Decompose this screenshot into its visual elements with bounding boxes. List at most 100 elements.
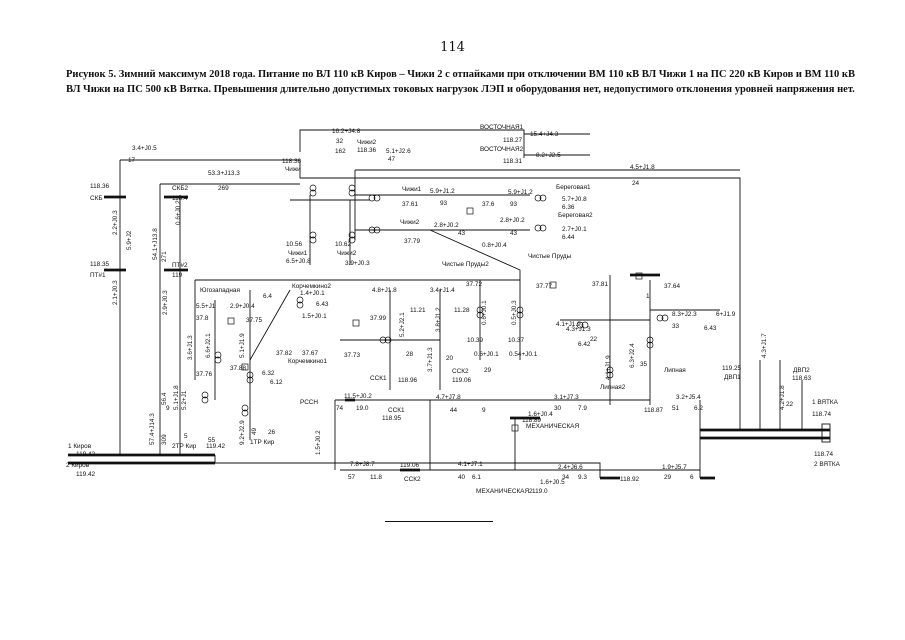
pct-51: 51 [672,405,680,412]
pct-35: 35 [640,361,648,368]
vflow-05-03: 0.5+J0.3 [511,300,518,325]
volt-3777: 37.77 [536,283,552,290]
label-beregovaya1: Береговая1 [556,184,591,191]
pct-top-b: 47 [388,156,396,163]
volt-11835: 118.35 [90,261,110,268]
pct-269: 269 [218,185,229,192]
pct-24: 24 [632,180,640,187]
volt-1128: 11.28 [454,307,470,314]
label-korchemkino1: Корчемкино1 [288,358,327,365]
vflow-564: 56.4 [161,392,168,405]
flow-43: 4.3+J1.3 [566,326,591,333]
pct-40: 40 [458,474,466,481]
volt-378: 37.8 [196,315,209,322]
flow-19: 1.9+J5.7 [662,464,687,471]
volt-ber1: 6.36 [562,204,575,211]
vflow-38: 3.8+J1.2 [435,307,442,332]
load-39: 3.9+J0.3 [345,260,370,267]
label-pt-119: 119 [172,272,183,279]
volt-11887: 118.87 [644,407,664,414]
label-1: 1 [646,293,650,300]
flow-533: 53.3+J13.3 [208,170,240,177]
vflow-43b: 4.3+J1.7 [761,333,768,358]
volt-3775: 37.75 [246,317,262,324]
volt-11942: 119.42 [206,443,226,450]
volt-3773: 37.73 [344,352,360,359]
figure-caption: Рисунок 5. Зимний максимум 2018 года. Пи… [66,69,855,95]
label-dvp1: ДВП1 [724,374,741,381]
flow-47: 4.7+J7.8 [436,394,461,401]
pct-30: 30 [554,405,562,412]
label-vyatka1: 1 ВЯТКА [812,399,839,406]
vflow-41-19: 4.1+J1.9 [605,355,612,380]
val-190: 19.0 [356,405,369,412]
flow-ber1-out: 5.7+J0.8 [562,196,587,203]
label-vostochnaya2: ВОСТОЧНАЯ2 [480,146,524,153]
network-lines [68,129,831,480]
pct-9b: 9 [166,405,170,412]
val-62: 6.2 [694,405,703,412]
pct-ch1: 93 [440,200,448,207]
flow-6: 6+J1.9 [716,311,736,318]
diagram-labels: ВОСТОЧНАЯ1 ВОСТОЧНАЯ2 15.4+J4.3 8.2+J2.5… [66,124,841,495]
pct-22: 22 [590,336,598,343]
flow-78: 7.8+J8.7 [350,461,375,468]
label-mekh: МЕХАНИЧЕСКАЯ [526,423,579,430]
label-dvp2: ДВП2 [793,367,810,374]
vflow-574: 57.4+J14.3 [149,413,156,445]
volt-11863: 118.63 [792,375,812,382]
pct-28: 28 [406,351,414,358]
vflow-59: 5.9+J2 [126,230,133,250]
pct-top-a: 32 [336,138,344,145]
label-chizhi2-top: Чижи2 [357,139,377,146]
volt-3799: 37.99 [370,315,386,322]
flow-64: 6.4 [263,293,272,300]
label-ssk2-mid: ССК2 [452,368,469,375]
volt-11896: 118.96 [398,377,418,384]
flow-16a: 1.6+J0.4 [528,411,553,418]
flow-left-top: 3.4+J0.5 [132,145,157,152]
flow-29: 2.9+J0.4 [230,303,255,310]
flow-ber1: 5.9+J1.2 [508,189,533,196]
vflow-51: 5.1+J1.8 [173,385,180,410]
vertical-labels: 2.2+J0.3 5.9+J2 2.1+J0.3 54.1+J13.8 271 … [112,200,786,455]
volt-11836-left: 118.36 [282,158,302,165]
flow-k2: 1.4+J0.1 [300,290,325,297]
volt-1037: 10.37 [508,337,524,344]
volt-3781: 37.81 [592,281,608,288]
volt-11925: 119.25 [722,365,742,372]
pct-6: 6 [690,474,694,481]
volt-chizhi-top: 118.36 [357,147,377,154]
pct-ch2: 43 [458,230,466,237]
pct-9: 9 [482,407,486,414]
volt-3782: 37.82 [276,350,292,357]
pct-55: 55 [208,437,216,444]
volt-1121: 11.21 [410,307,426,314]
label-skb: СКБ [90,195,103,202]
flow-45: 4.5+J1.8 [630,164,655,171]
volt-vyatka2: 118.74 [814,451,834,458]
label-skb2: СКБ2 [172,185,189,192]
volt-3764: 37.64 [664,283,680,290]
flow-ch2: 2.8+J0.2 [434,222,459,229]
label-chizhi2a: Чижи2 [400,219,420,226]
flow-ber2-out: 2.7+J0.1 [562,226,587,233]
label-rssn: РССН [300,399,318,406]
label-pt2: ПТ#2 [172,262,188,269]
vflow-15: 1.5+J0.2 [315,430,322,455]
volt-3772: 37.72 [466,281,482,288]
label-chizhi1a: Чижи1 [402,186,422,193]
flow-k1: 1.5+J0.1 [302,313,327,320]
label-yugozapadnaya: Югозападная [200,287,240,294]
flow-32: 3.2+J5.4 [676,394,701,401]
vpct-309: 309 [161,434,168,445]
volt-632: 6.32 [262,370,275,377]
volt-vyatka1: 118.74 [812,411,832,418]
val-61: 6.1 [472,474,481,481]
vpct-49: 49 [251,427,258,435]
volt-3767: 37.67 [302,350,318,357]
pct-ber1: 93 [510,201,518,208]
label-chizhi2b: Чижи2 [337,250,357,257]
flow-24: 2.4+J6.6 [558,464,583,471]
flow-115: 11.5+J0.2 [344,393,372,400]
